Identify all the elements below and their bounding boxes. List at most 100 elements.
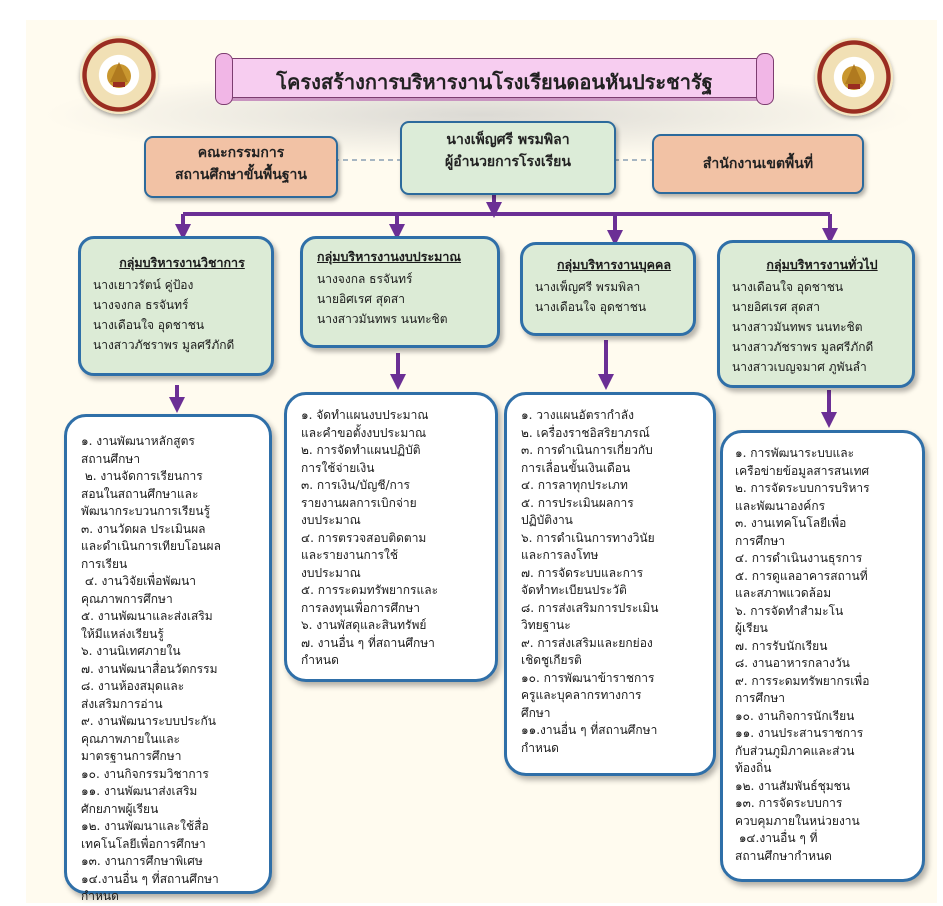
task-box-personnel: ๑. วางแผนอัตรากำลัง๒. เครื่องราชอิสริยาภ… <box>504 392 716 776</box>
task-item: ๑๑.งานอื่น ๆ ที่สถานศึกษา <box>521 723 658 737</box>
task-item: คุณภาพภายในและ <box>81 731 180 746</box>
group-title: กลุ่มบริหารงานบุคคล <box>556 257 672 272</box>
task-item: ๑๐. งานกิจกรรมวิชาการ <box>81 766 209 781</box>
task-item: สถานศึกษากำหนด <box>735 848 832 863</box>
task-item: ๗. การจัดระบบและการ <box>521 565 644 580</box>
task-box-academic: ๑. งานพัฒนาหลักสูตรสถานศึกษา ๒. งานจัดกา… <box>64 414 272 903</box>
task-box-general: ๑. การพัฒนาระบบและเครือข่ายข้อมูลสารสนเท… <box>720 430 925 882</box>
task-item: งบประมาณ <box>301 513 361 527</box>
task-item: ๑๐. การพัฒนาข้าราชการ <box>521 670 655 685</box>
task-box-budget: ๑. จัดทำแผนงบประมาณและคำขอตั้งงบประมาณ๒.… <box>284 392 498 682</box>
task-item: ๔. งานวิจัยเพื่อพัฒนา <box>81 574 197 588</box>
task-item: กับส่วนภูมิภาคและส่วน <box>735 743 855 758</box>
committee-box: คณะกรรมการ สถานศึกษาขั้นพื้นฐาน <box>144 136 338 198</box>
task-item: การเรียน <box>81 556 128 571</box>
task-item: การศึกษา <box>735 533 785 548</box>
task-item: ๘. งานห้องสมุดและ <box>81 679 185 693</box>
task-item: ๒. งานจัดการเรียนการ <box>81 469 203 483</box>
task-item: ๙. การระดมทรัพยากรเพื่อ <box>735 673 870 688</box>
task-item: ๑๔.งานอื่น ๆ ที่สถานศึกษา <box>81 871 219 886</box>
task-item: และการลงโทษ <box>521 548 599 562</box>
banner-curl-right <box>756 53 774 105</box>
task-item: ควบคุมภายในหน่วยงาน <box>735 813 860 828</box>
task-item: ๓. งานวัดผล ประเมินผล <box>81 521 206 536</box>
task-item: ๘. งานอาหารกลางวัน <box>735 656 850 670</box>
task-item: ๑. การพัฒนาระบบและ <box>735 446 855 460</box>
task-item: ๒. การจัดทำแผนปฏิบัติ <box>301 443 421 457</box>
task-item: พัฒนากระบวนการเรียนรู้ <box>81 504 211 518</box>
task-item: ผู้เรียน <box>735 621 768 635</box>
member-name: นางเยาวรัตน์ คู่ป้อง <box>93 278 194 292</box>
task-item: ๔. การดำเนินงานธุรการ <box>735 551 863 565</box>
task-item: สถานศึกษา <box>81 451 141 466</box>
task-item: คุณภาพการศึกษา <box>81 591 173 606</box>
task-item: ๑๓. งานการศึกษาพิเศษ <box>81 854 203 868</box>
school-seal-left-icon <box>80 36 158 114</box>
task-item: และคำขอตั้งงบประมาณ <box>301 425 427 440</box>
group-box-personnel: กลุ่มบริหารงานบุคคล นางเพ็ญศรี พรมพิลา น… <box>520 242 696 336</box>
member-name: นางสาวภัชราพร มูลศรีภักดี <box>732 340 874 354</box>
member-name: นางสาวเบญจมาศ ภูพันลำ <box>732 360 867 374</box>
member-name: นางเพ็ญศรี พรมพิลา <box>535 280 641 294</box>
task-item: ๑๓. การจัดระบบการ <box>735 796 843 810</box>
task-item: ๑๒. งานสัมพันธ์ชุมชน <box>735 778 851 793</box>
task-item: ๒. เครื่องราชอิสริยาภรณ์ <box>521 425 650 440</box>
task-item: การเลื่อนขั้นเงินเดือน <box>521 460 631 475</box>
task-item: วิทยฐานะ <box>521 618 571 632</box>
member-name: นายอิศเรศ สุดสา <box>732 300 820 314</box>
task-item: ๘. การส่งเสริมการประเมิน <box>521 600 659 615</box>
task-item: ๖. การจัดทำสำมะโน <box>735 603 844 618</box>
member-name: นายอิศเรศ สุดสา <box>317 292 405 306</box>
task-item: ๙. งานพัฒนาระบบประกัน <box>81 714 217 728</box>
task-item: ๕. การประเมินผลการ <box>521 495 634 510</box>
member-name: นางสาวมันทพร นนทะชิต <box>317 312 448 326</box>
task-item: และดำเนินการเทียบโอนผล <box>81 539 221 553</box>
committee-line2: สถานศึกษาขั้นพื้นฐาน <box>174 167 307 183</box>
task-item: รายงานผลการเบิกจ่าย <box>301 495 417 510</box>
task-item: ๑. วางแผนอัตรากำลัง <box>521 408 634 422</box>
task-item: ศักยภาพผู้เรียน <box>81 801 159 816</box>
task-item: มาตรฐานการศึกษา <box>81 749 182 763</box>
task-item: ๓. งานเทคโนโลยีเพื่อ <box>735 516 847 530</box>
task-item: ๗. งานอื่น ๆ ที่สถานศึกษา <box>301 635 435 650</box>
member-name: นางสาวภัชราพร มูลศรีภักดี <box>93 338 235 352</box>
task-item: ๒. การจัดระบบการบริหาร <box>735 481 870 495</box>
group-title: กลุ่มบริหารงานวิชาการ <box>119 255 245 270</box>
task-item: ๕. การดูแลอาคารสถานที่ <box>735 568 868 583</box>
task-item: ท้องถิ่น <box>735 761 772 775</box>
task-item: ๗. งานพัฒนาสื่อนวัตกรรม <box>81 661 218 676</box>
task-item: งบประมาณ <box>301 565 361 580</box>
director-name: นางเพ็ญศรี พรมพิลา <box>446 132 570 148</box>
member-name: นางเดือนใจ อุดชาชน <box>732 280 844 294</box>
task-item: ๖. งานนิเทศภายใน <box>81 644 181 658</box>
task-item: การศึกษา <box>735 691 785 705</box>
group-title: กลุ่มบริหารงานทั่วไป <box>766 257 878 272</box>
task-item: ๗. การรับนักเรียน <box>735 638 828 653</box>
task-item: และพัฒนาองค์กร <box>735 498 826 513</box>
group-title: กลุ่มบริหารงานงบประมาณ <box>317 249 462 264</box>
task-item: ส่งเสริมการอ่าน <box>81 696 163 711</box>
task-item: การลงทุนเพื่อการศึกษา <box>301 600 420 615</box>
task-item: ให้มีแหล่งเรียนรู้ <box>81 626 164 641</box>
task-item: เชิดชูเกียรติ <box>521 653 582 667</box>
task-item: ๑๑. งานพัฒนาส่งเสริม <box>81 784 198 798</box>
task-item: กำหนด <box>301 653 339 667</box>
task-item: ๖. การดำเนินการทางวินัย <box>521 530 655 545</box>
task-item: ๑. จัดทำแผนงบประมาณ <box>301 408 429 422</box>
member-name: นางเดือนใจ อุดชาชน <box>93 318 205 332</box>
group-box-academic: กลุ่มบริหารงานวิชาการ นางเยาวรัตน์ คู่ป้… <box>78 236 274 376</box>
committee-line1: คณะกรรมการ <box>197 145 285 161</box>
page-title: โครงสร้างการบริหารงานโรงเรียนดอนหันประชา… <box>276 70 713 94</box>
task-item: ๕. การระดมทรัพยากรและ <box>301 583 439 597</box>
member-name: นางสาวมันทพร นนทะชิต <box>732 320 863 334</box>
task-item: เทคโนโลยีเพื่อการศึกษา <box>81 836 206 851</box>
school-seal-right-icon <box>815 38 893 116</box>
task-item: ๑๒. งานพัฒนาและใช้สื่อ <box>81 819 209 833</box>
banner-curl-left <box>215 53 233 105</box>
director-position: ผู้อำนวยการโรงเรียน <box>445 154 571 170</box>
task-item: ศึกษา <box>521 705 551 720</box>
task-item: และรายงานการใช้ <box>301 548 399 562</box>
task-item: และสภาพแวดล้อม <box>735 586 832 600</box>
area-office-box: สำนักงานเขตพื้นที่ <box>652 134 864 194</box>
